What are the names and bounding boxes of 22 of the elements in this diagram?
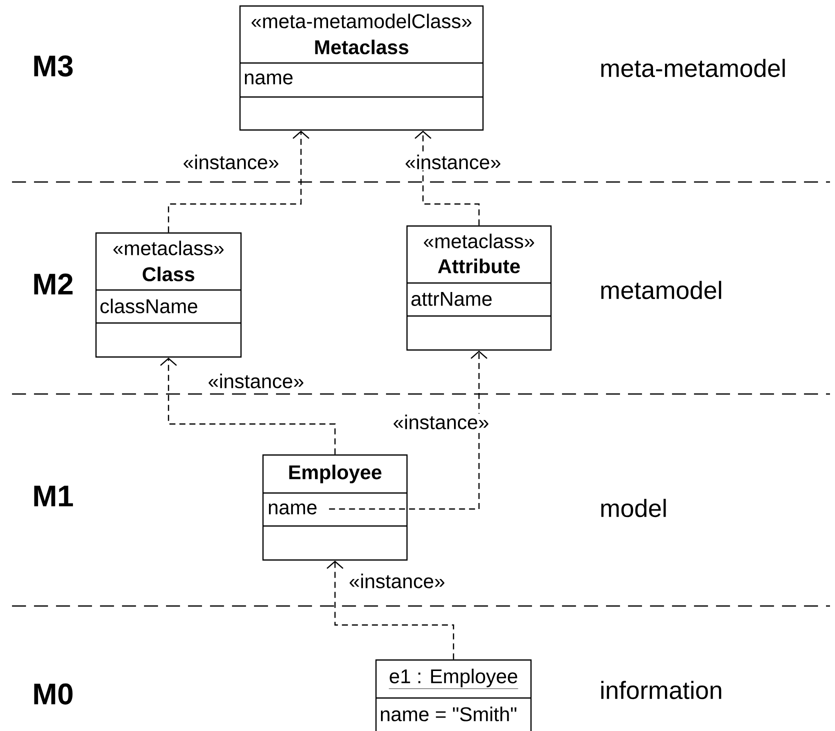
attribute-text: name xyxy=(268,504,317,514)
layer-caption: meta-metamodel xyxy=(601,58,785,78)
layer-caption: metamodel xyxy=(601,280,722,300)
edge-label: «instance» xyxy=(348,572,446,590)
object-box: e1 : Employee name = "Smith" xyxy=(375,659,532,731)
layer-name: M1 xyxy=(34,486,73,506)
arrow xyxy=(326,560,454,660)
layer-name: M0 xyxy=(34,683,73,705)
layer-name: M3 xyxy=(34,55,73,77)
class-box: «meta-metamodelClass» Metaclass name xyxy=(239,5,484,131)
edge-label: «instance» xyxy=(206,372,306,390)
layer-caption: model xyxy=(601,498,666,518)
arrow xyxy=(160,358,336,454)
arrow xyxy=(168,130,310,232)
arrow xyxy=(329,350,488,510)
class-box: «metaclass» Attribute attrName xyxy=(406,225,552,351)
edge-label: «instance» xyxy=(182,154,280,170)
edge-label: «instance» xyxy=(392,414,490,430)
layer-caption: information xyxy=(601,680,722,700)
class-box: «metaclass» Class className xyxy=(95,232,242,358)
arrow xyxy=(414,130,480,226)
edge-label: «instance» xyxy=(404,154,502,170)
